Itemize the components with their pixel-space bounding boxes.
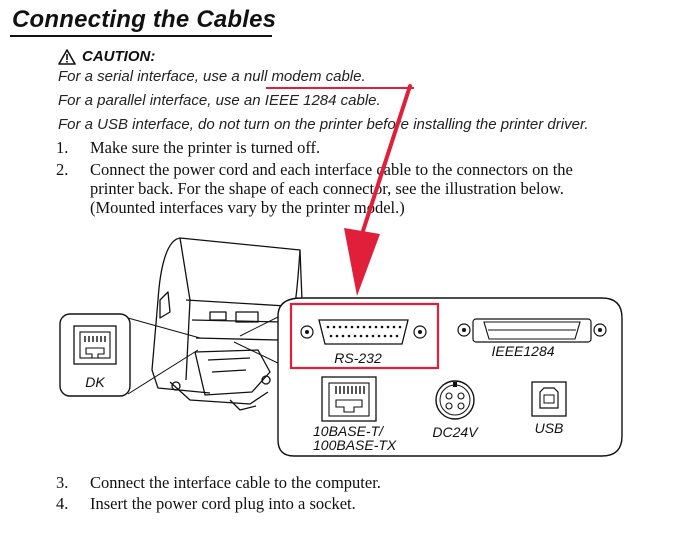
rs232-connector: RS-232: [300, 319, 427, 366]
caution-line-usb: For a USB interface, do not turn on the …: [58, 116, 589, 133]
ieee1284-connector: IEEE1284: [457, 318, 607, 359]
warning-triangle-icon: [58, 48, 76, 65]
title-rule: [10, 35, 272, 37]
step-number: 2.: [56, 160, 69, 179]
ethernet-label-1: 10BASE-T/: [313, 423, 385, 439]
rs232-pins: [326, 325, 402, 338]
callout-lines: [127, 311, 289, 395]
rs232-label: RS-232: [334, 350, 382, 366]
null-modem-cable-text: null modem cable.: [243, 68, 366, 85]
caution-heading: CAUTION:: [58, 48, 155, 65]
step-text: Connect the interface cable to the compu…: [90, 473, 381, 492]
step-text: Connect the power cord and each interfac…: [90, 160, 573, 179]
rs232-highlight-box: [289, 302, 440, 370]
ethernet-connector: 10BASE-T/ 100BASE-TX: [313, 376, 397, 453]
dc24v-label: DC24V: [432, 424, 479, 440]
step-text: Make sure the printer is turned off.: [90, 138, 321, 157]
step-number: 4.: [56, 494, 69, 513]
step-text: printer back. For the shape of each conn…: [90, 179, 564, 198]
red-arrow-pointer: [344, 84, 412, 296]
caution-line-parallel: For a parallel interface, use an IEEE 12…: [58, 92, 381, 109]
usb-connector: USB: [531, 381, 567, 436]
step-text: (Mounted interfaces vary by the printer …: [90, 198, 405, 217]
caution-heading-text: CAUTION:: [82, 48, 156, 65]
step-number: 3.: [56, 473, 69, 492]
dk-connector: DK: [59, 313, 131, 397]
step-text: Insert the power cord plug into a socket…: [90, 494, 356, 513]
caution-line-serial: For a serial interface, use a null modem…: [58, 68, 366, 85]
usb-label: USB: [535, 420, 564, 436]
step-number: 1.: [56, 138, 69, 157]
dc24v-connector: DC24V: [432, 380, 479, 440]
dk-label: DK: [85, 374, 105, 390]
ethernet-label-2: 100BASE-TX: [313, 437, 397, 453]
printer-drawing: [151, 237, 303, 411]
null-modem-underline: [266, 87, 414, 89]
page-title: Connecting the Cables: [12, 6, 277, 33]
ieee1284-label: IEEE1284: [491, 343, 554, 359]
caution-serial-text: For a serial interface, use a: [58, 68, 244, 85]
